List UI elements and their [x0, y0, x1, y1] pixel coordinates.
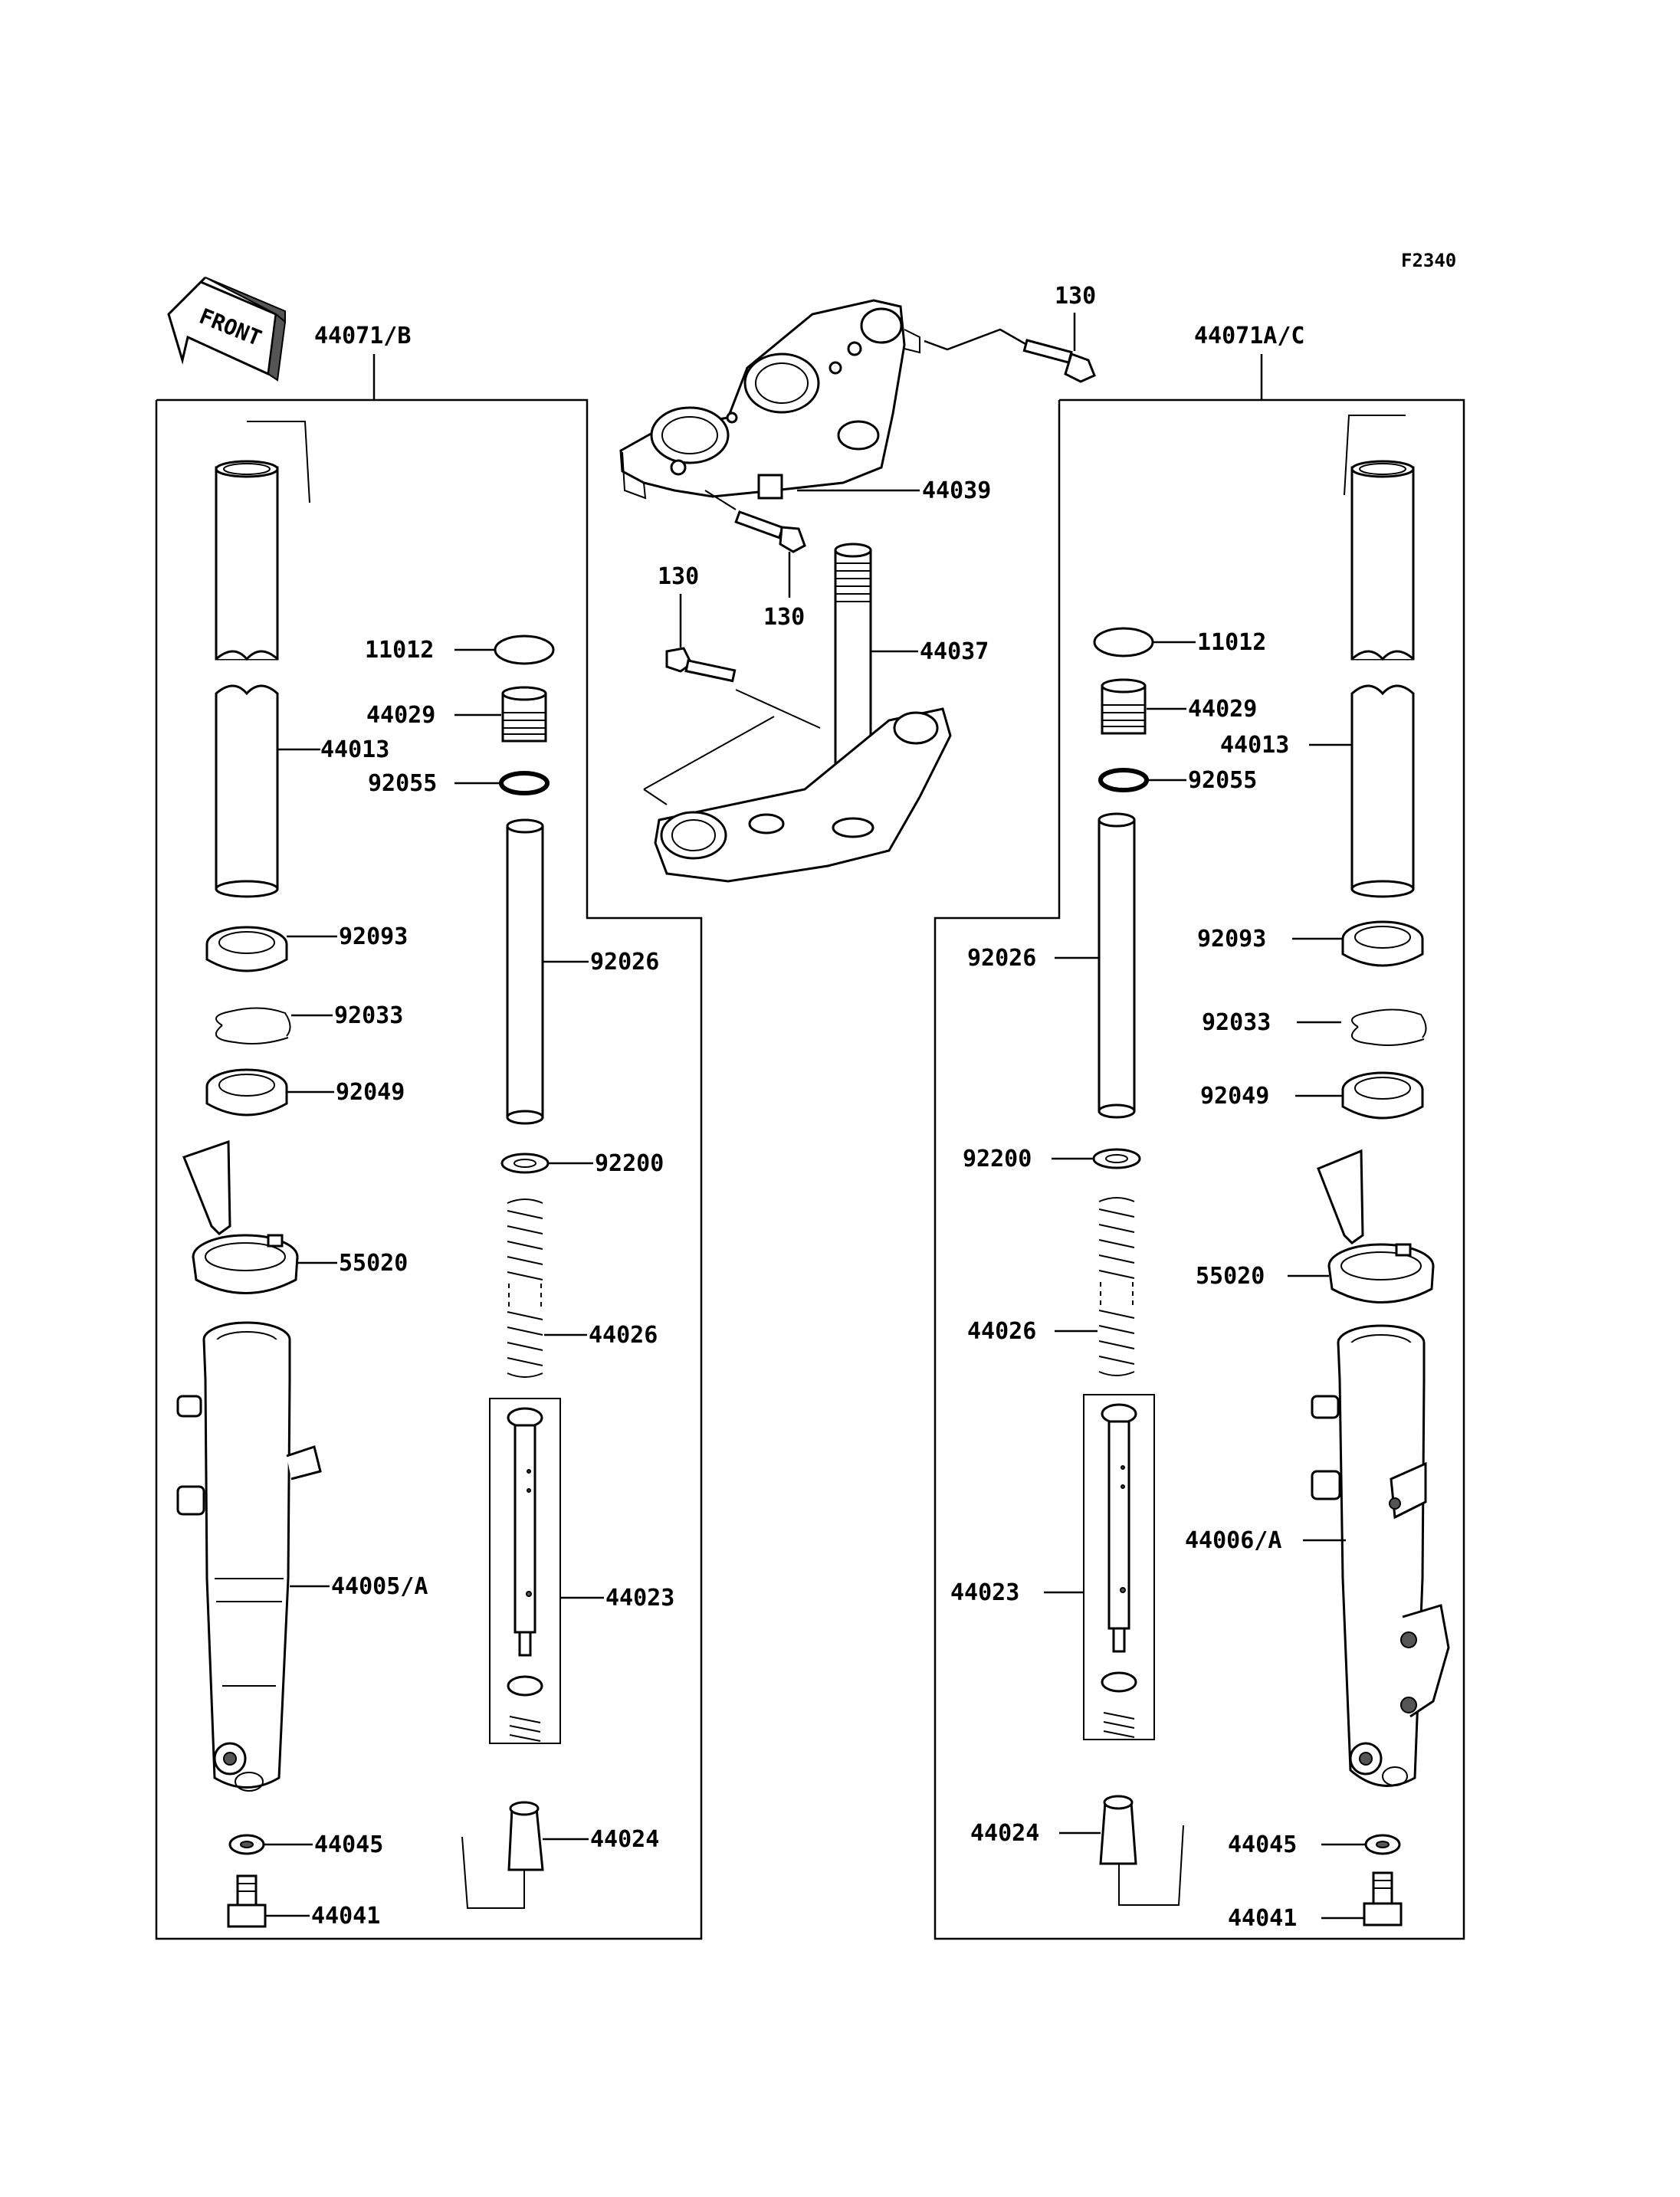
- right-oring-92055: [1098, 768, 1149, 792]
- right-piece-44024: [1099, 1795, 1184, 1906]
- label-left-44041: 44041: [311, 1903, 380, 1930]
- label-44037: 44037: [920, 638, 989, 665]
- label-right-44024: 44024: [970, 1820, 1039, 1847]
- label-right-92200: 92200: [963, 1146, 1032, 1172]
- label-right-44026: 44026: [967, 1318, 1036, 1345]
- label-left-44045: 44045: [314, 1831, 383, 1858]
- left-dust-seal-92093: [205, 926, 288, 972]
- right-adjuster-44029: [1101, 678, 1147, 735]
- right-inner-tube-44013: [1344, 415, 1415, 898]
- label-left-44029: 44029: [366, 702, 435, 729]
- bolt-130-upper: [924, 328, 1096, 383]
- left-spring-44026: [507, 1199, 543, 1378]
- label-left-92093: 92093: [339, 923, 408, 950]
- bolt-130-lower: [643, 647, 821, 805]
- label-right-44029: 44029: [1188, 696, 1257, 723]
- right-gasket-44045: [1364, 1834, 1401, 1855]
- left-oring-92055: [499, 771, 550, 795]
- label-left-44005A: 44005/A: [331, 1573, 428, 1600]
- label-left-92033: 92033: [334, 1002, 403, 1029]
- label-right-92055: 92055: [1188, 767, 1257, 794]
- right-oil-seal-92049: [1341, 1071, 1424, 1120]
- left-bolt-44041: [227, 1874, 267, 1928]
- steering-stem-44037: [654, 543, 952, 883]
- figure-code: F2340: [1401, 250, 1456, 271]
- right-cylinder-44023: [1083, 1394, 1155, 1740]
- front-arrow-icon: FRONT: [167, 276, 287, 382]
- assembly-label-left: 44071/B: [314, 323, 411, 349]
- label-left-92026: 92026: [590, 949, 659, 976]
- right-outer-tube-44006A: [1311, 1324, 1450, 1787]
- right-guard-55020: [1317, 1149, 1435, 1303]
- label-130-lower: 130: [658, 563, 699, 590]
- label-left-44023: 44023: [605, 1585, 674, 1612]
- right-washer-92200: [1092, 1148, 1141, 1169]
- left-gasket-44045: [228, 1834, 265, 1855]
- left-oil-seal-92049: [205, 1068, 288, 1117]
- right-spring-44026: [1098, 1197, 1135, 1376]
- label-right-44006A: 44006/A: [1185, 1527, 1281, 1554]
- left-spacer-92026: [506, 818, 544, 1125]
- label-left-44013: 44013: [320, 736, 389, 763]
- label-right-44041: 44041: [1228, 1905, 1297, 1932]
- left-adjuster-44029: [501, 686, 547, 743]
- label-130-mid: 130: [763, 604, 805, 631]
- label-left-92055: 92055: [368, 770, 437, 797]
- label-130-upper: 130: [1055, 283, 1096, 310]
- assembly-label-right: 44071A/C: [1194, 323, 1305, 349]
- left-clip-92033: [215, 1007, 291, 1044]
- right-assembly-frame: [934, 398, 1465, 1940]
- right-spacer-92026: [1098, 812, 1136, 1119]
- left-washer-92200: [500, 1153, 550, 1174]
- bolt-130-mid: [704, 490, 806, 553]
- label-right-44045: 44045: [1228, 1831, 1297, 1858]
- left-piece-44024: [461, 1801, 544, 1909]
- label-right-55020: 55020: [1196, 1263, 1265, 1290]
- right-dust-seal-92093: [1341, 920, 1424, 967]
- left-cylinder-44023: [489, 1398, 561, 1744]
- label-right-92049: 92049: [1200, 1083, 1269, 1110]
- left-guard-55020: [182, 1139, 299, 1294]
- label-left-55020: 55020: [339, 1250, 408, 1277]
- label-left-11012: 11012: [365, 637, 434, 664]
- label-right-92093: 92093: [1197, 926, 1266, 953]
- upper-bracket-44039: [619, 299, 920, 500]
- label-left-44024: 44024: [590, 1826, 659, 1853]
- label-left-44026: 44026: [589, 1322, 658, 1349]
- label-right-44023: 44023: [950, 1579, 1019, 1606]
- label-right-92026: 92026: [967, 945, 1036, 972]
- left-assembly-frame: [155, 398, 703, 1940]
- label-right-92033: 92033: [1202, 1009, 1271, 1036]
- left-inner-tube-44013: [215, 421, 310, 898]
- label-44039: 44039: [922, 477, 991, 504]
- label-right-11012: 11012: [1197, 629, 1266, 656]
- right-clip-92033: [1350, 1008, 1427, 1046]
- left-cap-11012: [494, 635, 555, 665]
- label-right-44013: 44013: [1220, 732, 1289, 759]
- right-cap-11012: [1093, 627, 1154, 657]
- left-outer-tube-44005A: [176, 1321, 322, 1792]
- label-left-92200: 92200: [595, 1150, 664, 1177]
- right-bolt-44041: [1363, 1871, 1403, 1926]
- label-left-92049: 92049: [336, 1079, 405, 1106]
